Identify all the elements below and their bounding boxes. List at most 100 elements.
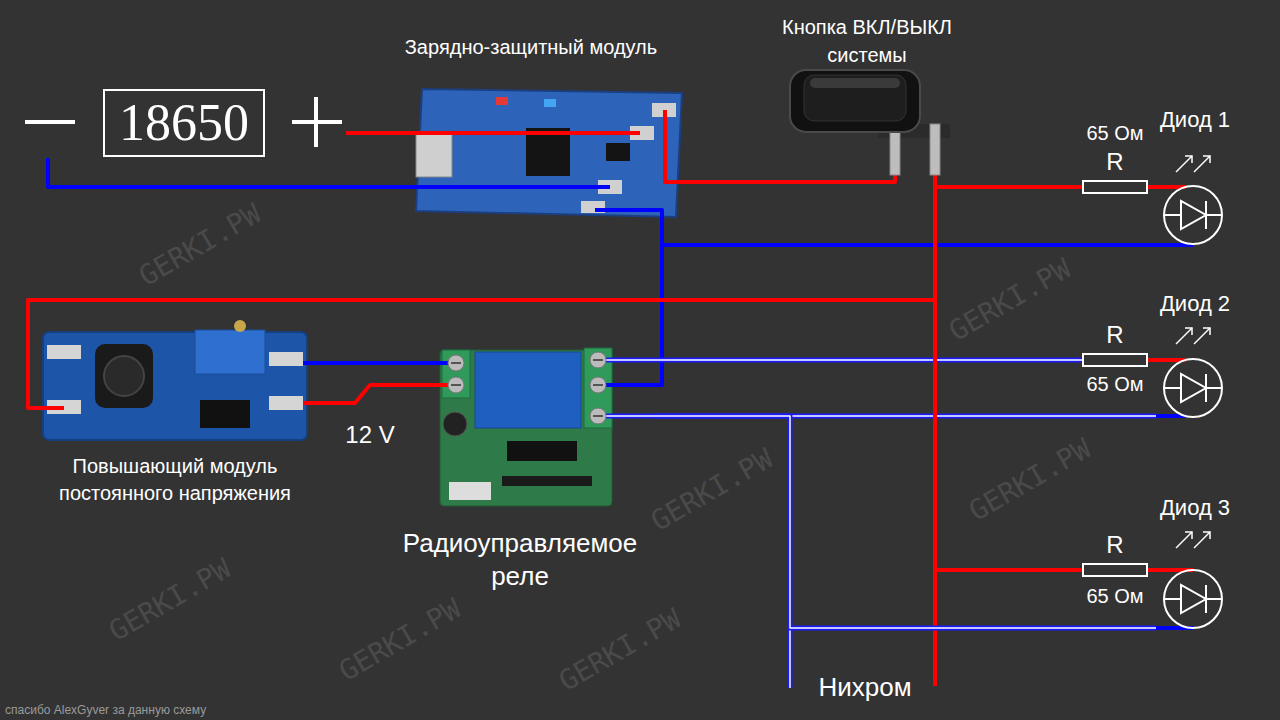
wire-connector [1148,570,1156,571]
wire-stub [376,131,640,135]
inductor [95,344,153,408]
wire [1148,568,1156,572]
resistor-symbol [1082,180,1148,194]
wire-connector [346,133,376,134]
nichrome-wire-core [789,628,791,688]
wire-stub [387,383,449,387]
led: Диод 3 [1156,494,1234,634]
light-arrow [1194,328,1210,344]
diode-label: Диод 2 [1160,291,1230,317]
switch-title: Кнопка ВКЛ/ВЫКЛ системы [763,13,971,69]
switch-rocker [804,75,906,121]
diode-bar [1205,374,1207,402]
resistor-symbol [1082,353,1148,367]
potentiometer-screw [234,320,246,332]
relay-cube [475,352,581,428]
diode-label: Диод 3 [1160,495,1230,521]
led: Диод 2 [1156,290,1234,420]
led-circle [1164,186,1222,244]
switch-body [790,70,920,132]
wire-stub [32,406,64,410]
screw-slot [451,362,461,364]
terminal-screw [590,352,606,368]
screw-slot [593,415,603,417]
resistance-value: 65 Ом [1086,584,1143,608]
charger-module: Зарядно-защитный модуль [376,33,686,223]
chip [606,143,630,161]
light-arrow [1176,328,1192,344]
module-title: Повышающий модуль постоянного напряжения [35,453,315,507]
wire-connector [1148,360,1156,361]
led: Диод 1 [1156,106,1234,250]
wire-connector [653,360,1082,361]
led [544,99,556,107]
capacitor [443,412,467,436]
wire-core [653,359,1082,361]
resistor: R 65 Ом [1082,532,1148,610]
connector [449,482,491,500]
wire-connector [662,223,1156,245]
wire-connector [653,416,1156,628]
led [496,97,508,105]
usb-port [416,133,452,177]
wire-stub [665,110,686,182]
wire [1148,185,1156,189]
diode-lead [1164,598,1181,600]
wire-connector [686,175,895,182]
chip [526,128,570,176]
diode-triangle [1181,374,1206,402]
led-circle [1164,359,1222,417]
screw-slot [593,384,603,386]
pad [269,396,303,410]
diode-lead [1206,598,1222,600]
charger-module-picture [376,33,686,223]
wire [653,358,1082,363]
switch-terminal [930,124,940,175]
wire-connector [48,158,376,187]
wire-stub [376,185,610,189]
terminal-screw [590,377,606,393]
wire-connector [1148,187,1156,188]
light-arrow-head [1185,532,1192,539]
light-arrow-head [1203,532,1210,539]
wire-stub [303,361,318,365]
watermark: GERKI.PW [963,432,1097,529]
wire-connector [935,175,1082,187]
pad [269,352,303,366]
chip [507,441,577,461]
diode-lead [1206,214,1222,216]
diode-lead [1164,387,1181,389]
light-arrow [1176,532,1192,548]
wire [686,175,895,182]
watermark: GERKI.PW [645,442,779,539]
diode-lead [1206,387,1222,389]
resistor: 65 ОмR [1082,118,1148,196]
watermark: GERKI.PW [333,592,467,689]
resistance-value: 65 Ом [1086,372,1143,396]
voltage-label: 12 V [345,421,394,450]
switch-highlight [810,78,900,88]
watermark: GERKI.PW [133,197,267,294]
watermark: GERKI.PW [553,602,687,699]
boost-module: Повышающий модуль постоянного напряжения [32,330,318,508]
pin-header [502,476,592,486]
light-arrow-head [1203,156,1210,163]
relay-module: Радиоуправляемое реле [387,346,653,596]
diode-triangle [1181,585,1206,613]
module-title: Зарядно-защитный модуль [405,35,657,59]
minus-sign [25,120,75,124]
diode-triangle [1181,201,1206,229]
wire-connector [318,385,387,403]
wire [318,361,387,365]
resistor-label: R [1106,531,1123,560]
diode-bar [1205,585,1207,613]
light-arrow [1176,156,1192,172]
inductor-core [104,356,144,396]
pad [47,345,81,359]
wire [346,131,376,135]
module-title: Радиоуправляемое реле [390,527,650,592]
terminal-screw [590,408,606,424]
battery-cell: 18650 [22,88,346,158]
wire [653,416,1156,628]
wire [1148,358,1156,362]
